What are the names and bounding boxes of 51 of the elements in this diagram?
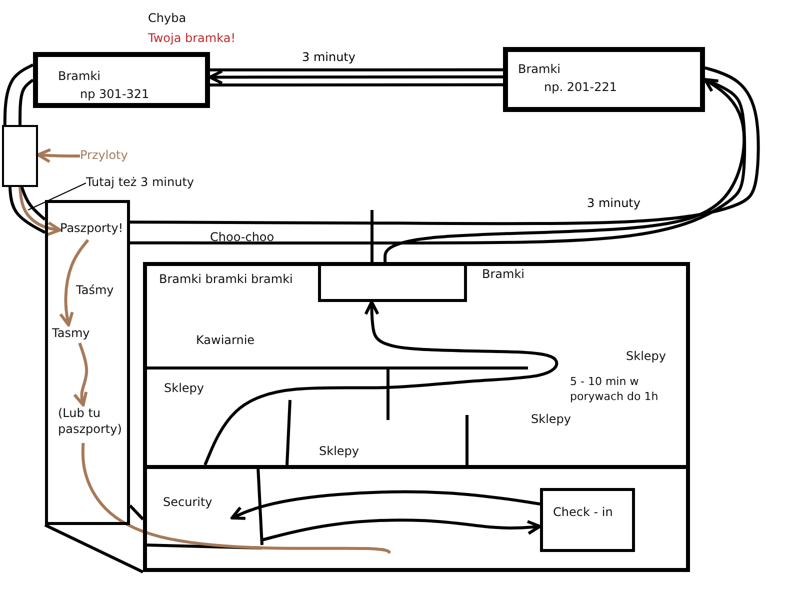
area-label: Tasmy — [52, 325, 98, 342]
check-in-box — [540, 488, 635, 552]
passport-hall-outline — [45, 200, 130, 525]
note-label: Tutaj też 3 minuty — [86, 174, 226, 190]
box-label: np 301-321 — [80, 87, 150, 102]
arrow — [36, 148, 80, 164]
area-label: Security — [163, 494, 212, 510]
arrivals-box — [2, 125, 38, 187]
box-label: Bramki — [58, 69, 100, 84]
corridor-wall — [210, 68, 503, 72]
area-label: Twoja bramka! — [148, 30, 236, 46]
corridor-wall — [18, 78, 34, 125]
area-label: Sklepy — [531, 411, 572, 428]
gate-area-box — [33, 52, 210, 108]
area-label: Choo-choo — [210, 229, 274, 246]
box-label: Check - in — [553, 505, 613, 520]
arrow — [384, 78, 746, 262]
terminal-outline — [143, 262, 690, 572]
arrow — [204, 300, 558, 466]
arrow — [73, 342, 88, 406]
corridor-wall — [128, 504, 144, 520]
area-label: Sklepy — [626, 348, 666, 364]
area-label: Bramki — [482, 266, 524, 282]
arrow — [18, 186, 62, 236]
corridor-wall — [3, 64, 34, 125]
corridor-wall — [130, 78, 746, 244]
area-label: Sklepy — [319, 443, 360, 460]
corridor-wall — [44, 524, 144, 574]
area-label: (Lub tu paszporty) — [58, 405, 130, 438]
corridor-wall — [130, 66, 760, 226]
edge-label: 3 minuty — [585, 196, 642, 210]
box-label: Bramki — [518, 62, 560, 77]
arrow — [59, 239, 90, 326]
corridor-wall — [8, 186, 46, 234]
area-label: Paszporty! — [60, 220, 130, 236]
leader-line — [28, 182, 86, 210]
arrow — [208, 70, 503, 85]
arrow — [230, 490, 540, 520]
area-label: Bramki bramki bramki — [159, 271, 293, 288]
corridor-wall — [20, 186, 46, 221]
area-label: Chyba — [148, 10, 186, 26]
edge-label: 3 minuty — [300, 50, 358, 64]
area-label: Kawiarnie — [196, 332, 255, 348]
arrow — [262, 518, 542, 542]
area-label: Taśmy — [76, 282, 122, 298]
area-label: 5 - 10 min w porywach do 1h — [570, 375, 660, 405]
corridor-wall — [210, 83, 503, 87]
arrivals-label: Przyloty — [80, 147, 146, 164]
area-label: Sklepy — [164, 380, 204, 396]
gate-area-box — [503, 47, 705, 112]
box-label: np. 201-221 — [544, 80, 617, 95]
